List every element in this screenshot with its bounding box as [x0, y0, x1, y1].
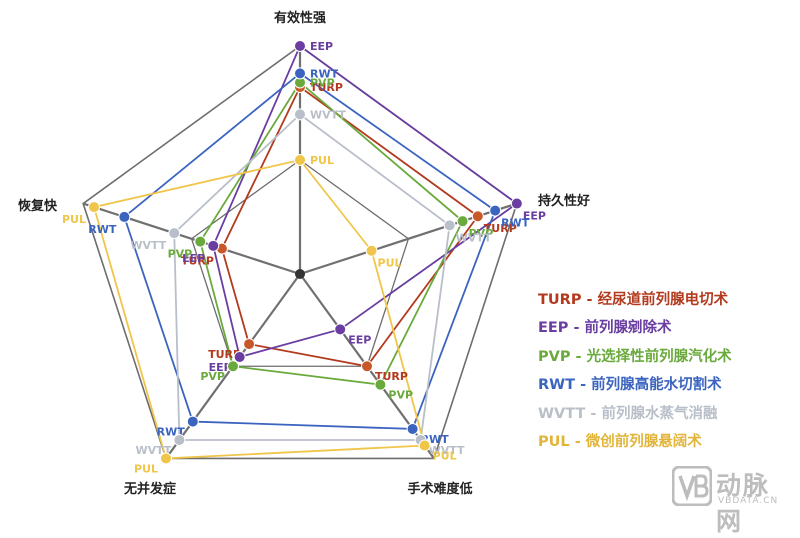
point-rwt-2: [406, 422, 419, 435]
point-eep-3: [233, 351, 246, 364]
point-label-turp-0: TURP: [310, 81, 343, 94]
point-rwt-4: [118, 210, 131, 223]
point-label-pvp-0: PVP: [310, 76, 335, 89]
point-eep-4: [207, 239, 220, 252]
point-pvp-4: [194, 235, 207, 248]
point-pvp-1: [456, 215, 469, 228]
point-label-pvp-3: PVP: [200, 370, 225, 383]
point-turp-1: [471, 210, 484, 223]
series-line-pvp: [199, 81, 464, 386]
point-label-rwt-0: RWT: [310, 67, 339, 80]
point-label-wvtt-2: WVTT: [429, 444, 465, 457]
point-label-pvp-2: PVP: [388, 389, 413, 402]
vb-logo-icon: [672, 466, 712, 506]
series-line-eep: [212, 44, 519, 359]
point-pvp-3: [226, 360, 239, 373]
point-label-pul-0: PUL: [310, 154, 334, 167]
series-line-pul: [92, 158, 426, 460]
point-label-wvtt-0: WVTT: [310, 108, 346, 121]
point-pul-3: [159, 452, 172, 465]
axis-label-no-complication: 无并发症: [123, 481, 176, 497]
radar-chart: TURPTURPTURPTURPTURPEEPEEPEEPEEPEEPPVPPV…: [18, 10, 590, 497]
point-wvtt-1: [443, 219, 456, 232]
point-pul-2: [418, 439, 431, 452]
legend: TURP - 经尿道前列腺电切术 EEP - 前列腺剜除术 PVP - 光选择性…: [538, 286, 732, 456]
axis-label-low-difficulty: 手术难度低: [407, 481, 472, 497]
series-line-turp: [220, 85, 480, 368]
point-eep-1: [510, 197, 523, 210]
legend-item-eep: EEP - 前列腺剜除术: [538, 320, 672, 337]
point-label-pul-4: PUL: [62, 213, 86, 226]
point-rwt-1: [489, 204, 502, 217]
axis-label-fast-recovery: 恢复快: [18, 198, 58, 214]
point-label-turp-3: TURP: [208, 348, 241, 361]
series-layer: TURPTURPTURPTURPTURPEEPEEPEEPEEPEEPPVPPV…: [62, 40, 546, 475]
brand-logo: 动脉网 VBDATA.CN: [672, 466, 794, 536]
brand-url: VBDATA.CN: [718, 496, 779, 506]
point-pvp-2: [374, 378, 387, 391]
point-eep-2: [334, 323, 347, 336]
point-label-eep-0: EEP: [310, 40, 333, 53]
center-dot: [295, 269, 305, 279]
axis-label-efficacy: 有效性强: [274, 10, 326, 26]
point-label-pul-1: PUL: [378, 257, 402, 270]
point-wvtt-3: [173, 434, 186, 447]
point-label-wvtt-1: WVTT: [456, 231, 492, 244]
axis-label-durability: 持久性好: [538, 193, 590, 209]
point-label-pvp-1: PVP: [469, 227, 494, 240]
legend-item-wvtt: WVTT - 前列腺水蒸气消融: [538, 405, 718, 422]
point-label-pul-3: PUL: [134, 462, 158, 475]
point-label-eep-1: EEP: [523, 210, 546, 223]
point-label-eep-4: EEP: [182, 252, 205, 265]
point-turp-2: [361, 360, 374, 373]
point-label-turp-4: TURP: [181, 255, 214, 268]
point-turp-3: [243, 338, 256, 351]
legend-item-turp: TURP - 经尿道前列腺电切术: [538, 292, 729, 308]
point-wvtt-4: [168, 227, 181, 240]
point-label-turp-1: TURP: [484, 222, 517, 235]
point-pul-1: [365, 244, 378, 257]
point-label-wvtt-4: WVTT: [130, 239, 166, 252]
point-label-rwt-1: RWT: [501, 217, 530, 230]
legend-item-pvp: PVP - 光选择性前列腺汽化术: [538, 348, 732, 365]
point-label-pvp-4: PVP: [168, 248, 193, 261]
point-label-rwt-4: RWT: [88, 223, 117, 236]
point-label-pul-2: PUL: [433, 450, 457, 463]
axis-labels: 有效性强 持久性好 手术难度低 无并发症 恢复快: [18, 10, 590, 497]
point-label-eep-2: EEP: [348, 333, 371, 346]
legend-item-pul: PUL - 微创前列腺悬阔术: [538, 433, 702, 450]
point-wvtt-0: [294, 108, 306, 121]
point-pul-4: [88, 201, 101, 214]
point-pul-0: [294, 154, 306, 166]
point-label-eep-3: EEP: [209, 361, 232, 374]
point-eep-0: [294, 40, 306, 52]
legend-item-rwt: RWT - 前列腺高能水切割术: [538, 377, 722, 394]
point-rwt-3: [186, 415, 199, 428]
series-line-wvtt: [173, 113, 451, 441]
point-rwt-0: [294, 67, 306, 80]
